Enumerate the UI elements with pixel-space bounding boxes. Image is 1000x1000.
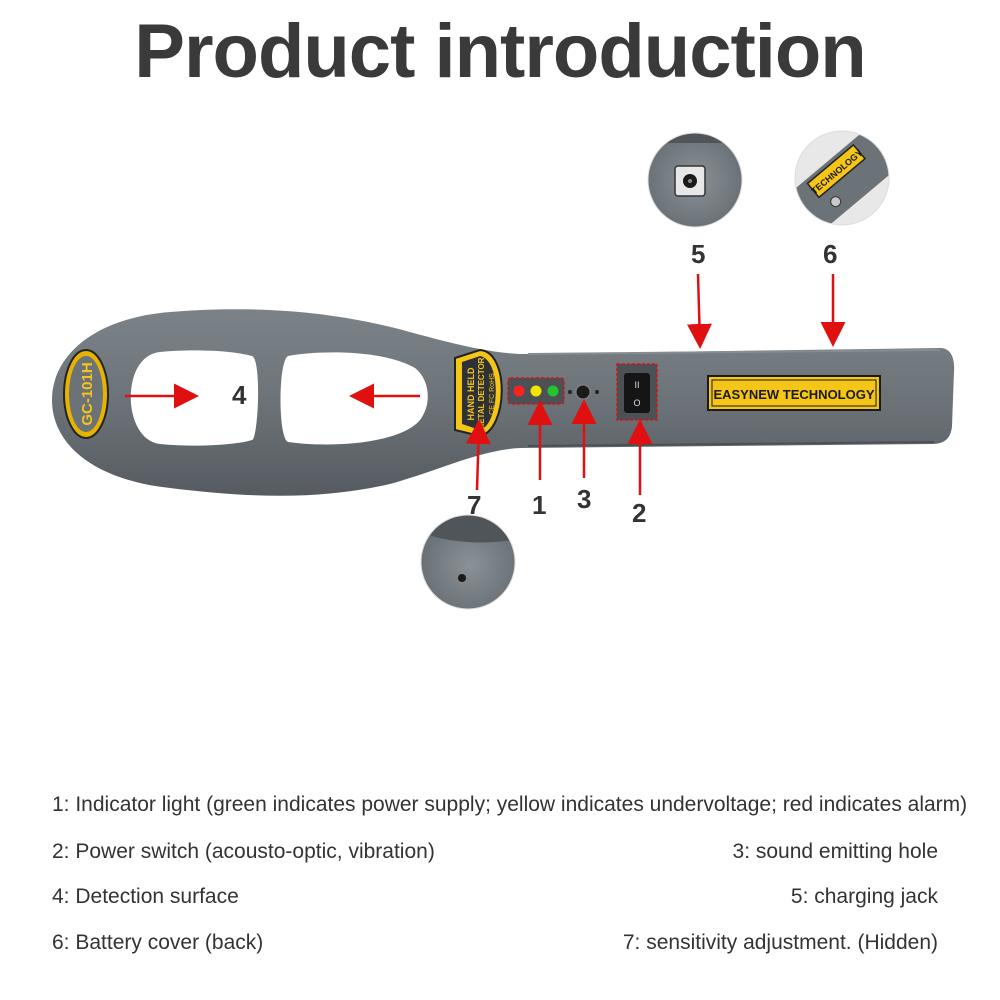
badge-line3: CE FC RoHS — [489, 373, 496, 415]
description-6: 6: Battery cover (back) — [52, 931, 264, 954]
badge-line2: METAL DETECTOR — [477, 357, 486, 430]
description-5: 5: charging jack — [790, 885, 938, 908]
arrow-7 — [465, 419, 491, 491]
sensitivity-zoom — [420, 514, 516, 610]
badge-line1: HAND HELD — [466, 367, 476, 420]
power-switch: II O — [616, 363, 658, 421]
brand-label-text: EASYNEW TECHNOLOGY — [713, 387, 874, 402]
description-3: 3: sound emitting hole — [732, 840, 938, 863]
detector-badge: HAND HELD METAL DETECTOR CE FC RoHS — [454, 348, 503, 438]
brand-label: EASYNEW TECHNOLOGY — [707, 375, 881, 411]
callout-6: 6 — [823, 239, 837, 269]
description-7: 7: sensitivity adjustment. (Hidden) — [622, 931, 938, 954]
adjust-hole-icon — [458, 574, 466, 582]
screw-icon — [830, 196, 842, 208]
model-label: GC-101H — [63, 349, 109, 439]
callout-3: 3 — [577, 484, 591, 514]
green-led-icon — [547, 385, 559, 397]
switch-on-mark: II — [634, 380, 639, 390]
description-4: 4: Detection surface — [52, 885, 239, 908]
indicator-lights — [507, 377, 565, 405]
yellow-led-icon — [530, 385, 542, 397]
callout-2: 2 — [632, 498, 646, 528]
description-1: 1: Indicator light (green indicates powe… — [52, 793, 968, 816]
metal-detector-body — [52, 309, 955, 496]
product-illustration: GC-101H HAND HELD METAL DETECTOR CE FC R… — [52, 130, 955, 610]
callout-7: 7 — [467, 490, 481, 520]
callout-5: 5 — [691, 239, 705, 269]
description-2: 2: Power switch (acousto-optic, vibratio… — [52, 840, 435, 863]
switch-off-mark: O — [633, 398, 640, 408]
model-label-text: GC-101H — [79, 362, 96, 425]
arrow-5 — [686, 273, 712, 349]
page-title: Product introduction — [134, 9, 866, 94]
callout-4: 4 — [232, 380, 247, 410]
battery-cover-zoom: TECHNOLOGY — [794, 130, 890, 226]
red-led-icon — [513, 385, 525, 397]
charging-jack-zoom — [647, 132, 743, 228]
callout-1: 1 — [532, 490, 546, 520]
callout-arrows — [125, 273, 846, 495]
